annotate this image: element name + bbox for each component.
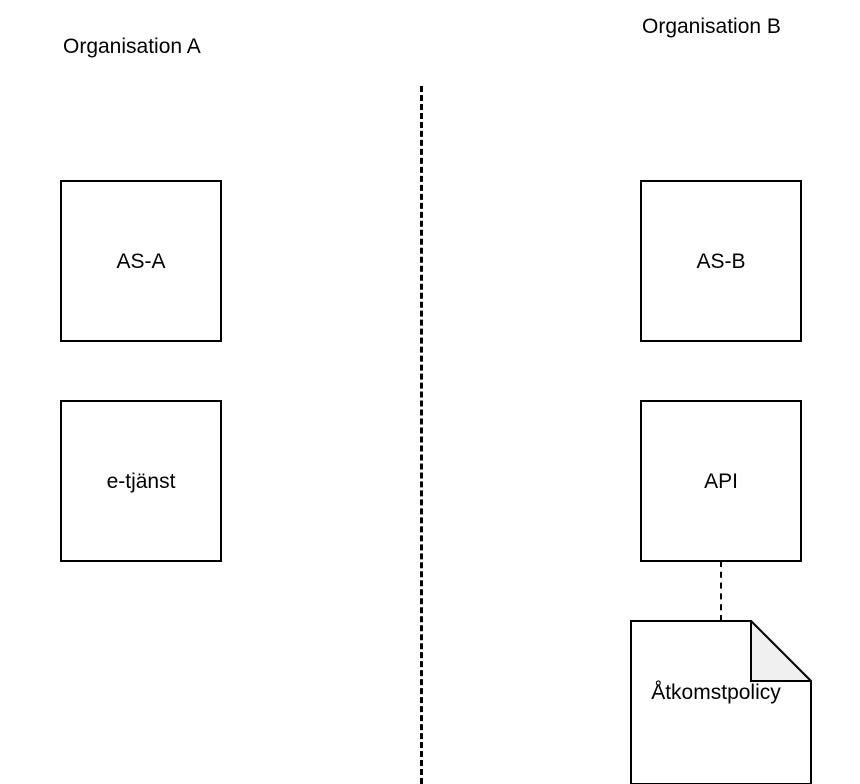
organisation-b-label: Organisation B (642, 15, 781, 38)
node-api[interactable]: API (640, 400, 802, 562)
node-as-a-label: AS-A (116, 249, 166, 273)
node-as-a[interactable]: AS-A (60, 180, 222, 342)
node-api-label: API (704, 469, 738, 493)
api-policy-connector (720, 561, 722, 621)
organisation-boundary-divider (420, 86, 423, 784)
node-atkomstpolicy-label: Åtkomstpolicy (651, 681, 781, 704)
node-etjanst-label: e-tjänst (106, 469, 176, 493)
organisation-a-label: Organisation A (63, 35, 201, 58)
node-etjanst[interactable]: e-tjänst (60, 400, 222, 562)
node-as-b-label: AS-B (696, 249, 746, 273)
node-as-b[interactable]: AS-B (640, 180, 802, 342)
node-atkomstpolicy[interactable]: Åtkomstpolicy (630, 620, 812, 784)
document-shape-icon (630, 620, 812, 784)
